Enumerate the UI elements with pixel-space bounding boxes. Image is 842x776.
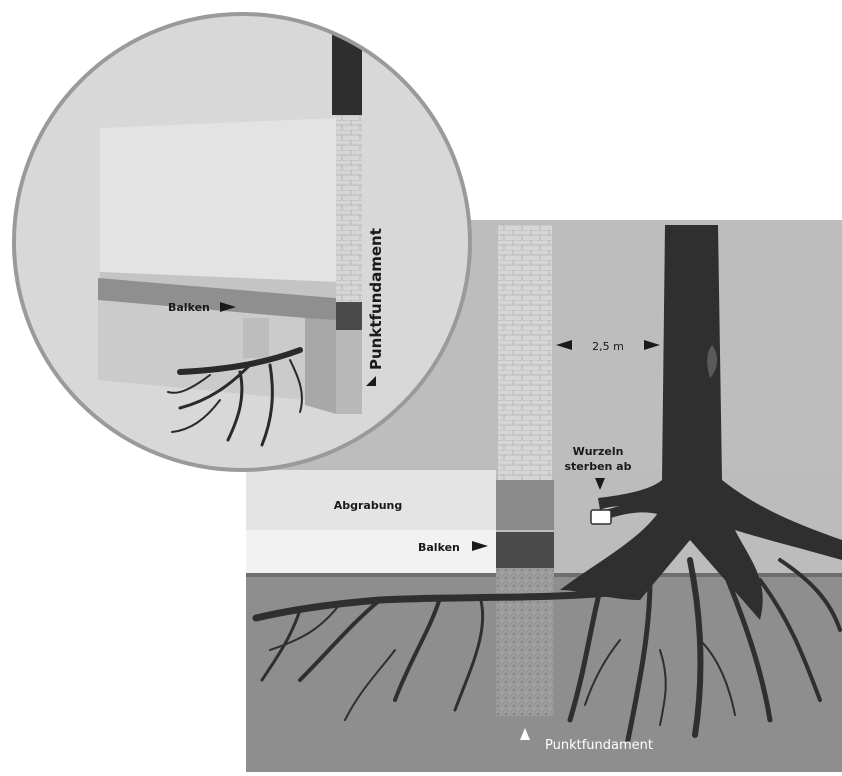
roots-die-label-line1: Wurzeln (573, 445, 624, 458)
inset-support-post (243, 318, 269, 358)
cut-root-end (591, 510, 611, 524)
excavation-label: Abgrabung (334, 499, 403, 512)
roots-die-label-line2: sterben ab (565, 460, 632, 473)
inset-wall-block (100, 118, 338, 282)
inset-column-footing-side (305, 318, 336, 414)
column-footing (496, 568, 554, 716)
inset-column-beam (336, 302, 362, 330)
inset-column-footing (336, 330, 362, 414)
foundation-beam (496, 532, 554, 568)
column-masonry (498, 225, 552, 480)
beam-label: Balken (418, 541, 460, 554)
point-foundation-label: Punktfundament (545, 738, 653, 753)
foundation-column (496, 225, 554, 716)
inset-beam-label: Balken (168, 301, 210, 314)
inset-column-masonry (336, 115, 362, 305)
inset-column-dark-top (332, 30, 362, 115)
column-base-upper (496, 480, 554, 530)
distance-label: 2,5 m (592, 340, 624, 353)
inset-point-foundation-label: Punktfundament (367, 228, 385, 370)
